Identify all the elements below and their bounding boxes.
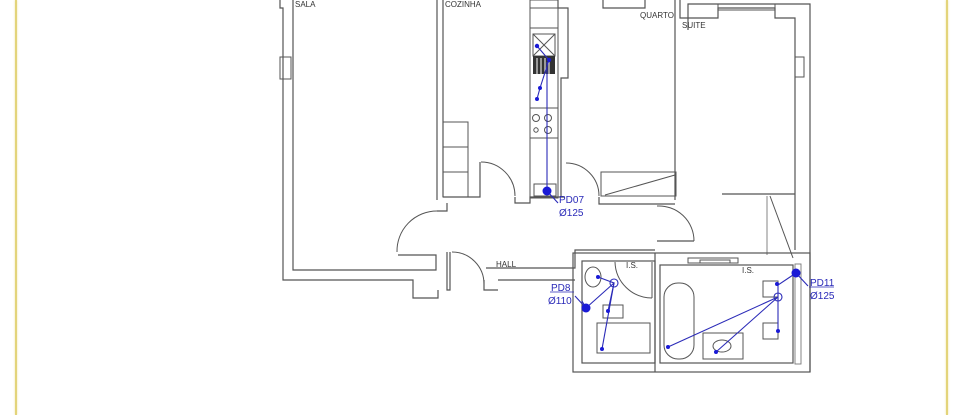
sheet-border-left xyxy=(15,0,17,415)
pipes xyxy=(536,45,809,353)
drain-nodes xyxy=(534,43,801,354)
drain-pd11-diameter: Ø125 xyxy=(810,291,835,302)
drain-pd07-id: PD07 xyxy=(559,195,584,206)
label-cozinha: COZINHA xyxy=(445,0,482,9)
bathrooms-walls xyxy=(572,252,811,373)
label-quarto: QUARTO xyxy=(640,11,674,20)
label-is-1: I.S. xyxy=(626,261,638,270)
sala-walls xyxy=(279,0,439,299)
quarto-walls xyxy=(557,0,677,205)
hall-walls xyxy=(396,203,739,291)
label-is-2: I.S. xyxy=(742,266,754,275)
suite-walls xyxy=(656,0,811,372)
drain-pd8-id: PD8 xyxy=(551,283,571,294)
sheet-border-right xyxy=(946,0,948,415)
drain-pd07-diameter: Ø125 xyxy=(559,208,584,219)
label-sala: SALA xyxy=(295,0,316,9)
label-hall: HALL xyxy=(496,260,517,269)
drain-pd8-diameter: Ø110 xyxy=(548,296,572,307)
cozinha-walls xyxy=(442,0,565,204)
drain-pd11-id: PD11 xyxy=(810,278,835,289)
label-suite: SUITE xyxy=(682,21,706,30)
